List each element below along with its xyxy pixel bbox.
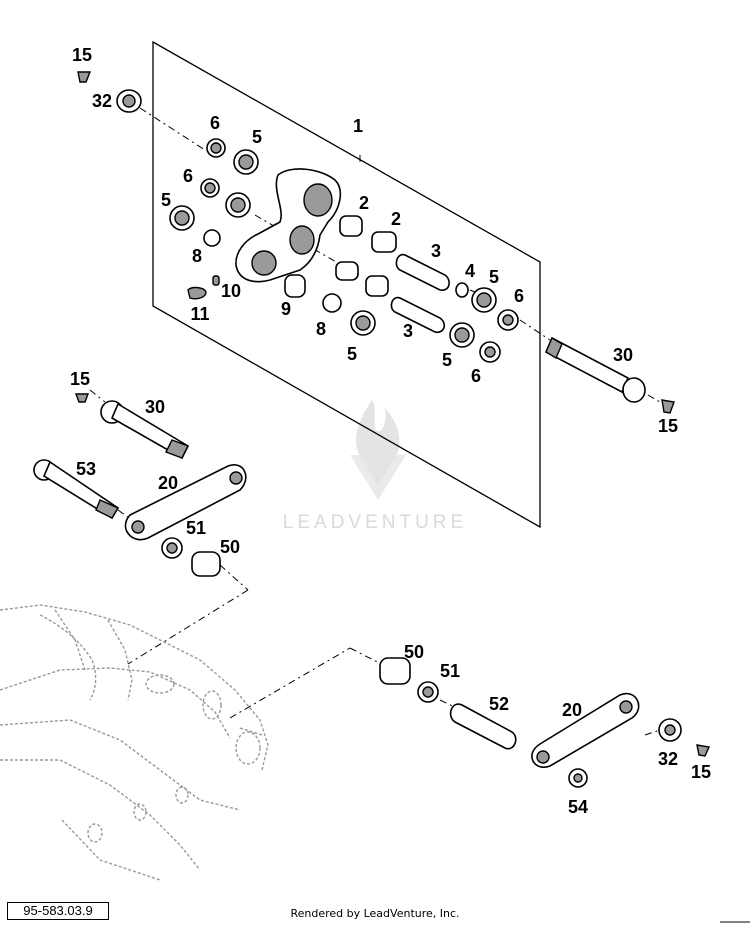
callout-6: 6 xyxy=(183,166,193,186)
callout-5: 5 xyxy=(442,350,452,370)
part-2-bearing-icon xyxy=(339,215,363,237)
callout-3: 3 xyxy=(431,241,441,261)
callout-50: 50 xyxy=(404,642,424,662)
part-3-sleeve-icon xyxy=(390,296,446,334)
part-20-link-icon xyxy=(124,464,247,541)
part-54-nut-icon xyxy=(568,768,588,788)
part-3-sleeve-icon xyxy=(395,253,450,291)
callout-labels: 15 32 1 6 5 6 5 8 2 2 3 4 5 6 10 11 9 8 … xyxy=(70,45,711,817)
part-20-link-icon xyxy=(531,692,640,768)
callout-5: 5 xyxy=(161,190,171,210)
ring-hole-icon xyxy=(210,142,222,154)
callout-1: 1 xyxy=(353,116,363,136)
callout-6: 6 xyxy=(514,286,524,306)
watermark-v-icon xyxy=(350,455,406,500)
ring-hole-icon xyxy=(204,182,216,194)
callout-30: 30 xyxy=(613,345,633,365)
seal-hole-icon xyxy=(476,292,492,308)
part-8-spacer-icon xyxy=(322,293,342,313)
callout-15: 15 xyxy=(658,416,678,436)
callout-51: 51 xyxy=(440,661,460,681)
callout-5: 5 xyxy=(347,344,357,364)
part-15-cap-icon xyxy=(77,71,92,83)
seal-hole-icon xyxy=(238,154,254,170)
part-30-bolt-icon xyxy=(100,400,190,460)
render-credit: Rendered by LeadVenture, Inc. xyxy=(290,907,460,920)
callout-4: 4 xyxy=(465,261,475,281)
callout-6: 6 xyxy=(210,113,220,133)
callout-50: 50 xyxy=(220,537,240,557)
seal-hole-icon xyxy=(230,197,246,213)
part-15-cap-icon xyxy=(696,744,711,757)
part-2-bearing-icon xyxy=(335,261,359,281)
callout-3: 3 xyxy=(403,321,413,341)
part-32-nut-icon xyxy=(658,718,682,742)
callout-20: 20 xyxy=(562,700,582,720)
part-2-bearing-icon xyxy=(365,275,389,297)
watermark-text: LEADVENTURE xyxy=(283,512,467,533)
part-15-cap-icon xyxy=(661,399,675,414)
parts xyxy=(33,71,711,788)
leader-lines xyxy=(89,107,666,736)
callout-5: 5 xyxy=(252,127,262,147)
part-15-cap-icon xyxy=(74,393,90,403)
watermark: LEADVENTURE xyxy=(283,400,467,533)
callout-32: 32 xyxy=(92,91,112,111)
ring-hole-icon xyxy=(502,314,514,326)
seal-hole-icon xyxy=(355,315,371,331)
ring-hole-icon xyxy=(484,346,496,358)
part-9-spacer-icon xyxy=(284,274,306,298)
part-1-rocker-lever-icon xyxy=(235,168,342,283)
seal-hole-icon xyxy=(174,210,190,226)
seal-hole-icon xyxy=(166,542,178,554)
part-32-nut-icon xyxy=(116,89,142,113)
watermark-flame-icon xyxy=(356,400,400,495)
frame-outline xyxy=(0,604,269,881)
part-10-grease-nipple-icon xyxy=(212,275,220,286)
callout-11: 11 xyxy=(190,304,209,324)
part-50-bushing-icon xyxy=(191,551,221,577)
drawing-number: 95-583.03.9 xyxy=(7,902,109,920)
callout-5: 5 xyxy=(489,267,499,287)
part-4-snap-ring-icon xyxy=(455,282,469,298)
callout-52: 52 xyxy=(489,694,509,714)
part-53-bolt-icon xyxy=(33,459,120,520)
callout-15: 15 xyxy=(70,369,90,389)
callout-8: 8 xyxy=(316,319,326,339)
callout-10: 10 xyxy=(221,281,241,301)
callout-2: 2 xyxy=(359,193,369,213)
seal-hole-icon xyxy=(454,327,470,343)
callout-54: 54 xyxy=(568,797,588,817)
callout-9: 9 xyxy=(281,299,291,319)
callout-30: 30 xyxy=(145,397,165,417)
seal-hole-icon xyxy=(422,686,434,698)
callout-32: 32 xyxy=(658,749,678,769)
callout-15: 15 xyxy=(72,45,92,65)
callout-20: 20 xyxy=(158,473,178,493)
part-50-bushing-icon xyxy=(379,657,411,685)
callout-2: 2 xyxy=(391,209,401,229)
callout-8: 8 xyxy=(192,246,202,266)
callout-6: 6 xyxy=(471,366,481,386)
part-11-cap-icon xyxy=(187,286,207,300)
callout-53: 53 xyxy=(76,459,96,479)
part-8-spacer-icon xyxy=(203,229,221,247)
assembly-panel xyxy=(152,40,541,529)
part-52-sleeve-icon xyxy=(449,703,517,750)
part-2-bearing-icon xyxy=(371,231,397,253)
callout-15: 15 xyxy=(691,762,711,782)
callout-51: 51 xyxy=(186,518,206,538)
part-30-bolt-icon xyxy=(544,336,646,403)
